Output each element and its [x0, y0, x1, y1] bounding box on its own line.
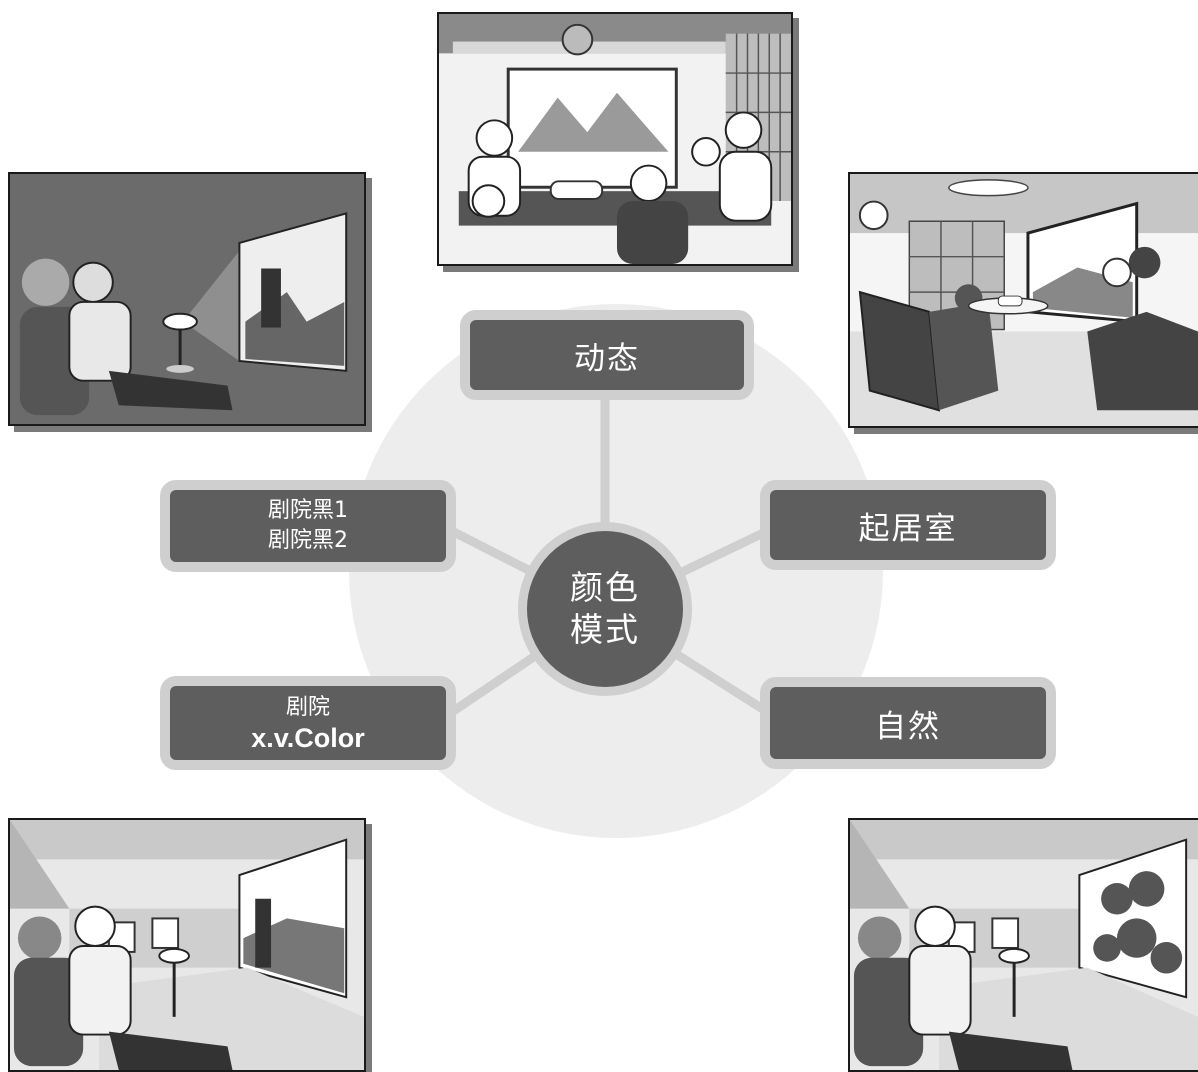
dynamic-scene-illustration	[437, 12, 793, 266]
mode-xvcolor-label: x.v.Color	[251, 723, 365, 753]
cinema-scene-illustration	[8, 818, 366, 1072]
hub-label-line1: 颜色	[570, 568, 640, 607]
mode-cinema-black-2-label: 剧院黑2	[268, 528, 348, 553]
mode-cinema-xvcolor[interactable]: 剧院 x.v.Color	[160, 676, 456, 770]
mode-dynamic-label: 动态	[574, 340, 640, 377]
natural-scene-illustration	[848, 818, 1198, 1072]
color-mode-hub: 颜色 模式	[518, 522, 692, 696]
mode-living-label: 起居室	[858, 510, 958, 547]
mode-cinema-label: 剧院	[285, 695, 330, 720]
mode-natural[interactable]: 自然	[760, 677, 1056, 769]
mode-dynamic[interactable]: 动态	[460, 310, 754, 400]
mode-cinema-black[interactable]: 剧院黑1 剧院黑2	[160, 480, 456, 572]
hub-label-line2: 模式	[570, 610, 640, 649]
mode-living[interactable]: 起居室	[760, 480, 1056, 570]
mode-natural-label: 自然	[875, 708, 941, 745]
mode-cinema-black-1-label: 剧院黑1	[268, 498, 348, 523]
living-scene-illustration	[848, 172, 1198, 428]
cinema-black-scene-illustration	[8, 172, 366, 426]
